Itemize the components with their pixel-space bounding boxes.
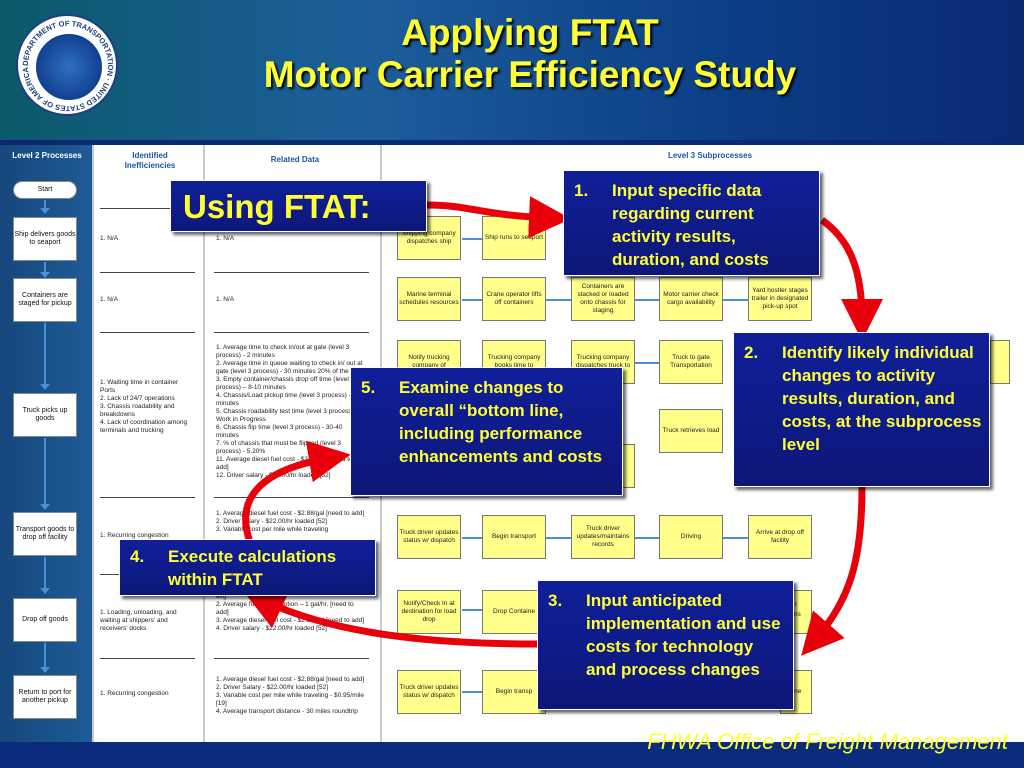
subprocess-box: Motor carrier check cargo availability: [659, 277, 723, 321]
related-row-1: 1. N/A: [216, 235, 235, 242]
subprocess-connector: [635, 362, 659, 364]
row-divider: [100, 497, 195, 498]
subprocess-box: Truck driver updates status w/ dispatch: [397, 670, 461, 714]
step-number: 3.: [548, 591, 563, 610]
arrow-step2-to-step3: [801, 486, 866, 656]
title-line-1: Applying FTAT: [401, 12, 659, 53]
subprocess-connector: [723, 537, 748, 539]
process-ship-delivers: Ship delivers goods to seaport: [13, 217, 77, 261]
flow-arrow: [40, 643, 50, 673]
related-row-6: 1. Average diesel fuel cost - $2.88/gal …: [216, 676, 365, 715]
subprocess-box: Driving: [659, 515, 723, 559]
step-text: Input anticipated implementation and use…: [586, 591, 781, 679]
flow-arrow: [40, 557, 50, 594]
subprocess-box: Yard hostler stages trailer in designate…: [748, 277, 812, 321]
step-number: 4.: [130, 547, 145, 566]
arrow-step4-to-step5: [242, 440, 351, 544]
row-divider: [100, 332, 195, 333]
callout-step-2: 2. Identify likely individual changes to…: [733, 332, 990, 487]
subprocess-connector: [546, 299, 571, 301]
inefficiency-row-5: 1. Loading, unloading, and waiting at sh…: [100, 609, 177, 632]
footer-office-name: FHWA Office of Freight Management: [647, 729, 1008, 754]
callout-step-5: 5. Examine changes to overall “bottom li…: [350, 367, 623, 496]
subprocess-connector: [723, 299, 748, 301]
subprocess-connector: [546, 537, 571, 539]
column-divider: [92, 145, 94, 742]
column-divider: [203, 145, 205, 742]
inefficiency-row-4: 1. Recurring congestion: [100, 532, 169, 539]
usdot-seal-logo: DEPARTMENT OF TRANSPORTATION · UNITED ST…: [16, 14, 118, 116]
flow-arrow: [40, 200, 50, 214]
arrow-step1-to-step2: [819, 217, 883, 341]
subprocess-connector: [462, 609, 482, 611]
step-number: 5.: [361, 378, 376, 397]
inefficiency-row-2: 1. N/A: [100, 296, 119, 303]
subprocess-box: Marine terminal schedules resources: [397, 277, 461, 321]
step-text: Execute calculations within FTAT: [168, 547, 337, 589]
callout-step-4: 4. Execute calculations within FTAT: [119, 539, 376, 596]
subprocess-connector: [462, 299, 482, 301]
inefficiency-row-1: 1. N/A: [100, 235, 119, 242]
flow-arrow: [40, 323, 50, 390]
subprocess-box: Notify/Check In at destination for load …: [397, 590, 461, 634]
process-return-to-port: Return to port for another pickup: [13, 675, 77, 719]
arrow-step3-to-step4: [242, 589, 538, 648]
flow-arrow: [40, 438, 50, 510]
step-number: 1.: [574, 181, 589, 200]
arrow-using-to-step1: [426, 196, 571, 239]
subprocess-box: Begin transport: [482, 515, 546, 559]
row-divider: [214, 272, 369, 273]
subprocess-box: [990, 340, 1010, 384]
header-level3: Level 3 Subprocesses: [667, 151, 753, 160]
subprocess-connector: [462, 537, 482, 539]
inefficiency-row-3: 1. Waiting time in container Ports 2. La…: [100, 379, 188, 434]
process-drop-off: Drop off goods: [13, 598, 77, 642]
callout-step-1: 1. Input specific data regarding current…: [563, 170, 820, 276]
slide-title: Applying FTAT Motor Carrier Efficiency S…: [130, 12, 930, 96]
inefficiency-row-6: 1. Recurring congestion: [100, 690, 169, 697]
subprocess-box: Truck retrieves load: [659, 409, 723, 453]
step-text: Identify likely individual changes to ac…: [782, 343, 982, 454]
subprocess-box: Truck driver updates status w/ dispatch: [397, 515, 461, 559]
header-related-data: Related Data: [270, 155, 320, 164]
related-row-2: 1. N/A: [216, 296, 235, 303]
callout-step-3: 3. Input anticipated implementation and …: [537, 580, 794, 710]
seal-emblem: [34, 32, 104, 102]
row-divider: [100, 272, 195, 273]
flow-arrow: [40, 262, 50, 278]
row-divider: [214, 658, 369, 659]
subprocess-label: r: [795, 601, 798, 608]
step-text: Input specific data regarding current ac…: [612, 181, 769, 269]
process-start: Start: [13, 181, 77, 199]
row-divider: [100, 658, 195, 659]
process-transport-goods: Transport goods to drop off facility: [13, 512, 77, 556]
subprocess-box: Truck to gate Transportation: [659, 340, 723, 384]
step-number: 2.: [744, 343, 759, 362]
title-banner: [0, 0, 1024, 140]
process-truck-picks-up: Truck picks up goods: [13, 393, 77, 437]
related-row-4: 1. Average diesel fuel cost - $2.88/gal …: [216, 510, 365, 533]
process-containers-staged: Containers are staged for pickup: [13, 278, 77, 322]
subprocess-connector: [635, 537, 659, 539]
header-inefficiencies: Identified Inefficiencies: [124, 151, 176, 170]
step-text: Examine changes to overall “bottom line,…: [399, 378, 603, 466]
row-divider: [100, 208, 195, 209]
row-divider: [214, 497, 369, 498]
subprocess-connector: [635, 299, 659, 301]
subprocess-connector: [462, 691, 482, 693]
subprocess-box: Containers are stacked or loaded onto ch…: [571, 277, 635, 321]
row-divider: [214, 332, 369, 333]
header-level2: Level 2 Processes: [12, 151, 82, 160]
subprocess-box: Arrive at drop off facility: [748, 515, 812, 559]
title-line-2: Motor Carrier Efficiency Study: [263, 54, 797, 95]
subprocess-box: Crane operator lifts off containers: [482, 277, 546, 321]
subprocess-box: Drop Containe: [482, 590, 546, 634]
subprocess-connector: [462, 238, 482, 240]
subprocess-box: Truck driver updates/maintains records: [571, 515, 635, 559]
using-ftat-label: Using FTAT:: [170, 180, 427, 232]
subprocess-box: Begin transp: [482, 670, 546, 714]
